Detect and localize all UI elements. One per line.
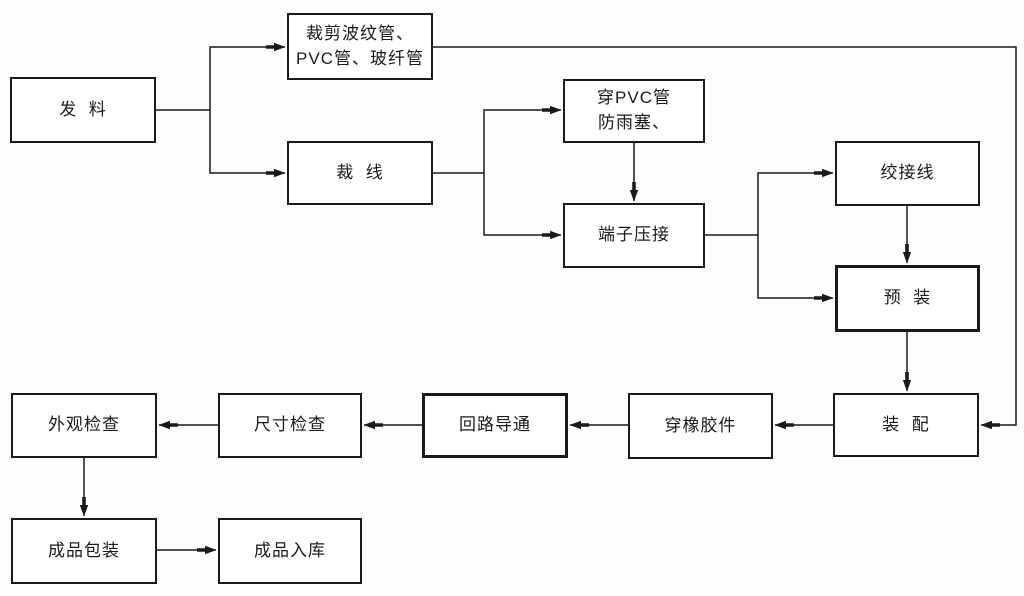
- flow-node-pre-assembly: 预 装: [835, 265, 980, 332]
- flow-node-label: 裁 线: [336, 162, 384, 182]
- edge-faliao-to-cutwire: [209, 110, 286, 178]
- edge-cuttubes-to-asm: [433, 46, 1017, 430]
- flow-node-label: 回路导通: [459, 415, 531, 435]
- flow-node-cut-wire: 裁 线: [287, 141, 433, 205]
- edge-cutwire-to-pvcplug: [432, 105, 562, 174]
- flow-node-product-warehousing: 成品入库: [218, 518, 362, 584]
- flow-node-visual-inspection: 外观检查: [11, 393, 157, 458]
- flow-node-label: 外观检查: [48, 415, 120, 435]
- flow-node-rubber-parts: 穿橡胶件: [628, 393, 773, 459]
- flow-node-label: 穿橡胶件: [664, 415, 737, 435]
- flow-node-pvc-rain-plug: 穿PVC管 防雨塞、: [563, 79, 705, 143]
- flow-node-product-packing: 成品包装: [11, 518, 157, 584]
- flow-node-label: 装 配: [882, 414, 930, 434]
- edge-crimp-to-twist: [705, 168, 834, 236]
- flow-node-dispatch-material: 发 料: [10, 77, 156, 143]
- flow-node-label: 成品包装: [48, 540, 120, 560]
- flow-node-size-inspection: 尺寸检查: [218, 393, 362, 458]
- flow-node-assembly: 装 配: [833, 393, 979, 457]
- flow-node-label: 穿PVC管 防雨塞、: [597, 88, 671, 132]
- flow-node-label: 绞接线: [880, 163, 935, 183]
- edge-faliao-to-cuttubes: [156, 42, 286, 111]
- edge-cutwire-to-crimp: [483, 173, 562, 240]
- flow-node-terminal-crimp: 端子压接: [563, 203, 705, 268]
- flow-node-label: 尺寸检查: [254, 415, 326, 435]
- flow-node-label: 预 装: [883, 288, 932, 308]
- flow-node-label: 发 料: [59, 99, 107, 119]
- flow-node-label: 端子压接: [598, 225, 670, 245]
- flow-node-twist-wire: 绞接线: [835, 141, 980, 206]
- flow-node-label: 裁剪波纹管、 PVC管、玻纤管: [296, 23, 424, 68]
- flow-node-label: 成品入库: [254, 540, 326, 560]
- edge-crimp-to-preasm: [757, 235, 834, 303]
- flow-node-circuit-continuity: 回路导通: [422, 393, 568, 458]
- flow-node-cut-tubes: 裁剪波纹管、 PVC管、玻纤管: [287, 13, 433, 80]
